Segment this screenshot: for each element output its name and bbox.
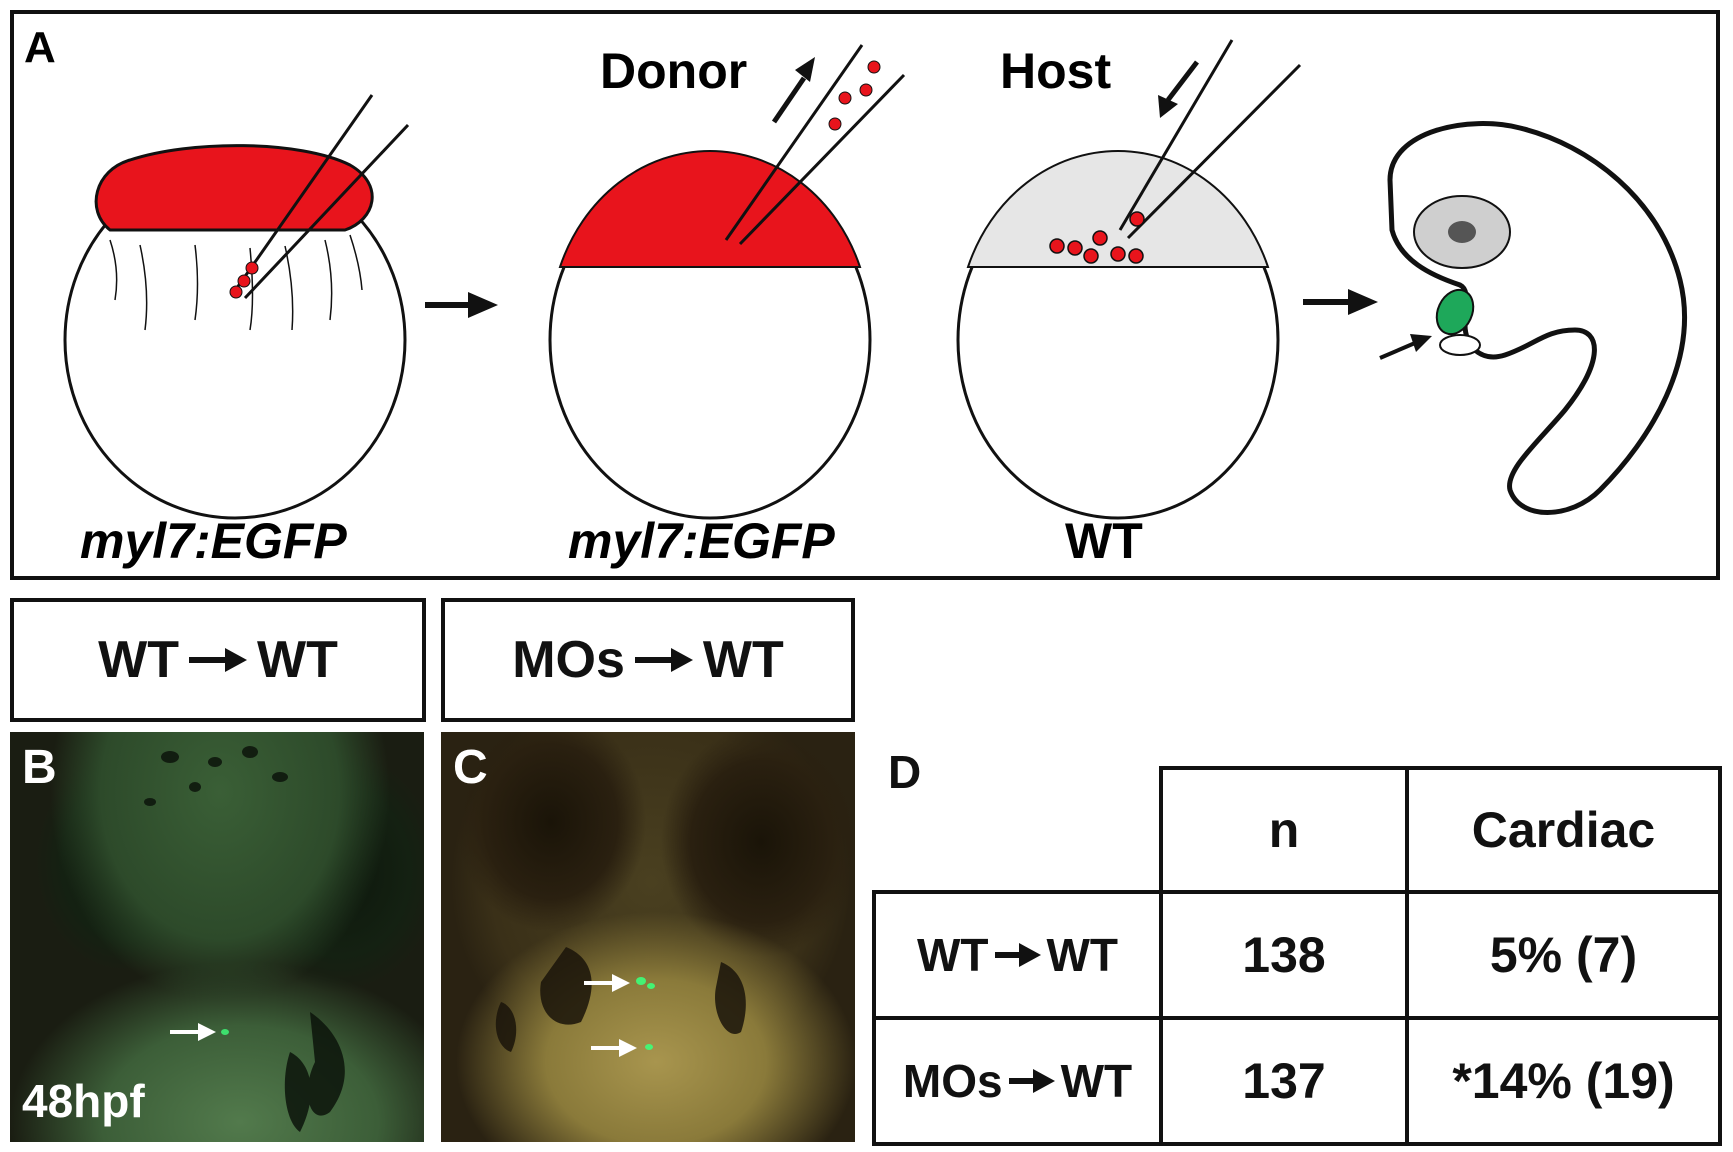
row-header: MOs WT bbox=[872, 1016, 1163, 1146]
embryo-label-1: myl7:EGFP bbox=[80, 513, 347, 569]
embryo-1-blastoderm bbox=[94, 144, 374, 232]
header-right-from: MOs bbox=[512, 631, 625, 689]
table-row: WT WT 138 5% (7) bbox=[872, 890, 1722, 1020]
row-to: WT bbox=[1060, 1055, 1133, 1107]
column-header-n: n bbox=[1159, 766, 1409, 894]
larva-pupil bbox=[1448, 221, 1476, 243]
right-arrow-icon bbox=[634, 648, 693, 672]
micrograph-b-texture bbox=[144, 746, 345, 1132]
row-from: MOs bbox=[902, 1055, 1003, 1107]
table-header-row: n Cardiac bbox=[874, 766, 1722, 894]
header-right-to: WT bbox=[702, 631, 784, 689]
header-left-from: WT bbox=[98, 631, 179, 689]
row-header: WT WT bbox=[872, 890, 1163, 1020]
donor-cells bbox=[828, 60, 881, 131]
heart-arrow bbox=[1379, 334, 1432, 360]
micrograph-c-texture bbox=[495, 947, 746, 1052]
donor-label: Donor bbox=[600, 43, 747, 99]
cell-n: 137 bbox=[1159, 1016, 1409, 1146]
micrograph-c: C bbox=[441, 732, 855, 1142]
row-from: WT bbox=[916, 929, 989, 981]
right-arrow-icon bbox=[189, 648, 247, 672]
micropipette-2 bbox=[724, 44, 906, 246]
micrograph-c-letter: C bbox=[453, 741, 488, 794]
table-corner bbox=[874, 768, 1163, 894]
embryo-label-3: WT bbox=[1065, 513, 1143, 569]
embryo-1-donor-transgenic bbox=[63, 94, 410, 520]
withdraw-arrow bbox=[771, 57, 815, 124]
heart-chamber bbox=[1439, 334, 1481, 356]
host-larva bbox=[1379, 121, 1687, 515]
embryo-3-host: Host bbox=[956, 39, 1302, 520]
step-arrow-2 bbox=[1303, 289, 1378, 315]
step-arrow-1 bbox=[425, 292, 498, 318]
timepoint-label: 48hpf bbox=[22, 1075, 145, 1127]
panel-a-letter: A bbox=[24, 23, 56, 72]
arrow-icon bbox=[591, 1039, 637, 1057]
panel-a bbox=[10, 10, 1720, 580]
cell-cardiac: 5% (7) bbox=[1405, 890, 1722, 1020]
header-wt-to-wt: WT WT bbox=[10, 598, 426, 722]
micropipette-1 bbox=[230, 94, 410, 300]
host-label: Host bbox=[1000, 43, 1111, 99]
column-header-cardiac: Cardiac bbox=[1405, 766, 1722, 894]
cell-n: 138 bbox=[1159, 890, 1409, 1020]
row-to: WT bbox=[1046, 929, 1119, 981]
embryo-3-animal-half bbox=[966, 150, 1270, 268]
table-row: MOs WT 137 *14% (19) bbox=[872, 1016, 1722, 1146]
host-cells bbox=[1049, 211, 1145, 264]
larva-body-outline bbox=[1387, 121, 1687, 515]
inject-arrow bbox=[1158, 60, 1199, 118]
arrow-icon bbox=[170, 1023, 216, 1041]
embryo-2-animal-half bbox=[558, 150, 862, 268]
embryo-2-donor: Donor bbox=[548, 43, 906, 520]
right-arrow-icon bbox=[1008, 1069, 1055, 1093]
header-mos-to-wt: MOs WT bbox=[441, 598, 855, 722]
header-left-to: WT bbox=[257, 631, 338, 689]
micrograph-b: B 48hpf bbox=[10, 732, 424, 1142]
cell-cardiac: *14% (19) bbox=[1405, 1016, 1722, 1146]
results-table: n Cardiac WT WT 138 5% (7) MOs WT 137 *1… bbox=[872, 766, 1722, 1146]
right-arrow-icon bbox=[994, 943, 1041, 967]
micrograph-b-letter: B bbox=[22, 741, 57, 794]
embryo-label-2: myl7:EGFP bbox=[568, 513, 835, 569]
heart-green bbox=[1435, 288, 1475, 336]
micropipette-3 bbox=[1118, 39, 1302, 240]
panel-a-diagram: A bbox=[24, 23, 1687, 569]
arrow-icon bbox=[584, 974, 630, 992]
transplant-cells-1 bbox=[229, 261, 259, 299]
